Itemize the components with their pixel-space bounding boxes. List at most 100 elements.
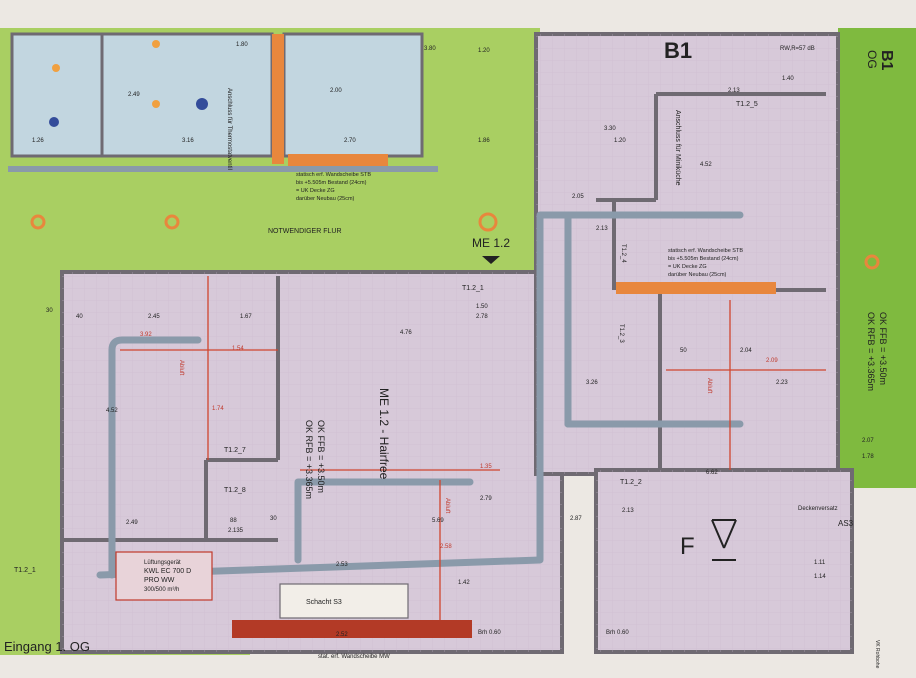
- dim-22: 2.05: [572, 194, 584, 200]
- room-id-t12-7: T1.2_7: [224, 447, 246, 454]
- level-code-right: B1: [878, 50, 895, 71]
- ceiling-outlet-small: [49, 117, 59, 127]
- minikuche-note: Anschluss für Miniküche: [674, 110, 681, 186]
- dim-6: 2.79: [480, 496, 492, 502]
- vk-label: VK Rohbohe: [874, 640, 880, 669]
- entrance-label: Eingang 1. OG: [4, 639, 90, 654]
- dim-40: 88: [230, 518, 237, 524]
- dim-18: 2.49: [128, 92, 140, 98]
- dim-48: 1.14: [814, 574, 826, 580]
- equipment-line-2: KWL EC 700 D: [144, 568, 191, 575]
- dim-32: 3.26: [586, 380, 598, 386]
- wall-beam-orange-top-2: [288, 154, 388, 166]
- room-blue-2: [100, 32, 274, 158]
- dim-37: 2.135: [228, 528, 244, 534]
- dim-29: 1.20: [614, 138, 626, 144]
- dim-8: 2.58: [440, 544, 452, 550]
- dim-25: 3.80: [424, 46, 436, 52]
- room-id-t12-2: T1.2_2: [620, 479, 642, 486]
- note-top-3: = UK Decke ZG: [296, 188, 335, 194]
- dim-20: 3.30: [604, 126, 616, 132]
- note-top-4: darüber Neubau (25cm): [296, 196, 355, 202]
- dim-26: 2.13: [728, 88, 740, 94]
- dim-12: 1.50: [476, 304, 488, 310]
- dim-49: 2.13: [622, 508, 634, 514]
- dim-21: 4.52: [700, 162, 712, 168]
- exhaust-label-3: Abluft: [706, 378, 712, 394]
- equipment-line-4: 300/500 m³/h: [144, 587, 179, 593]
- dim-10: 2.09: [766, 358, 778, 364]
- room-id-t12-4: T1.2_4: [620, 244, 626, 263]
- exhaust-label-1: Abluft: [178, 360, 184, 376]
- dim-43: 30: [46, 308, 53, 314]
- room-blue-1: [10, 32, 104, 158]
- dimension-lines: [120, 276, 826, 620]
- dim-3: 1.67: [240, 314, 252, 320]
- corridor-label: NOTWENDIGER FLUR: [268, 228, 342, 235]
- dim-45: 2.07: [862, 438, 874, 444]
- unit-arrow: [482, 256, 500, 264]
- dim-39: 2.52: [336, 632, 348, 638]
- dim-33: 2.87: [570, 516, 582, 522]
- stair-symbol: [711, 519, 737, 561]
- dim-41: 50: [680, 348, 687, 354]
- floor-label: OG: [865, 50, 879, 69]
- dim-2: 3.92: [140, 332, 152, 338]
- note-top-1: statisch erf. Wandscheibe STB: [296, 172, 371, 178]
- room-id-t12-3: T1.2_3: [618, 324, 624, 343]
- dim-4: 1.54: [232, 346, 244, 352]
- dim-14: 2.00: [330, 88, 342, 94]
- top-note: RW,R=57 dB: [780, 46, 815, 52]
- shaft-box: [279, 583, 409, 619]
- dim-47: 1.11: [814, 560, 826, 566]
- ok-rfb-right: OK RFB = +3.365m: [866, 312, 876, 391]
- dim-17: 1.80: [236, 42, 248, 48]
- stair-letter: F: [680, 533, 695, 560]
- thermostat-note: Anschluss für Thermostatventil: [226, 88, 232, 170]
- dim-50: 30: [270, 516, 277, 522]
- dim-30: 2.04: [740, 348, 752, 354]
- wall-beam-orange-top: [272, 34, 284, 164]
- dim-19: 1.26: [32, 138, 44, 144]
- ok-ffb-left: OK FFB = +3.50m: [316, 420, 326, 493]
- dim-28: 2.13: [596, 226, 608, 232]
- dim-24: 1.86: [478, 138, 490, 144]
- dim-34: 5.69: [432, 518, 444, 524]
- dim-5: 1.74: [212, 406, 224, 412]
- equipment-line-1: Lüftungsgerät: [144, 560, 181, 566]
- note-top-2: bis +5.505m Bestand (24cm): [296, 180, 367, 186]
- dim-11: 4.76: [400, 330, 412, 336]
- top-wall: [8, 166, 438, 172]
- ventilation-unit-box: [115, 551, 213, 601]
- note-right-2: bis +5.505m Bestand (24cm): [668, 256, 739, 262]
- column-markers: [30, 212, 880, 270]
- wall-beam-orange-right: [616, 282, 776, 294]
- brh-right: Brh 0.60: [606, 630, 629, 636]
- wall-beam-red-bottom: [232, 620, 472, 638]
- room-id-t12-1: T1.2_1: [462, 285, 484, 292]
- ok-rfb-left: OK RFB = +3.365m: [304, 420, 314, 499]
- note-right-1: statisch erf. Wandscheibe STB: [668, 248, 743, 254]
- room-t12-1-left: T1.2_1: [14, 567, 36, 574]
- room-id-t12-8: T1.2_8: [224, 487, 246, 494]
- ceiling-offset-label: Deckenversatz: [798, 506, 838, 512]
- dim-35: 4.52: [106, 408, 118, 414]
- dim-16: 3.16: [182, 138, 194, 144]
- unit-name: ME 1.2: [472, 236, 510, 250]
- light-points: [52, 40, 160, 108]
- dim-31: 2.23: [776, 380, 788, 386]
- dim-46: 1.78: [862, 454, 874, 460]
- dim-9: 2.53: [336, 562, 348, 568]
- dim-27: 1.40: [782, 76, 794, 82]
- note-right-4: darüber Neubau (25cm): [668, 272, 727, 278]
- dim-38: 1.42: [458, 580, 470, 586]
- unit-right-grid: [536, 34, 838, 474]
- brh-left: Brh 0.60: [478, 630, 501, 636]
- left-green-zone: [0, 270, 66, 580]
- dim-44: 6.62: [706, 470, 718, 476]
- stat-wall-label: stat. erf. Wandscheibe MW: [318, 654, 390, 660]
- note-right-3: = UK Decke ZG: [668, 264, 707, 270]
- dim-15: 2.70: [344, 138, 356, 144]
- unit-full-name: ME 1.2 - Hairfree: [377, 388, 391, 480]
